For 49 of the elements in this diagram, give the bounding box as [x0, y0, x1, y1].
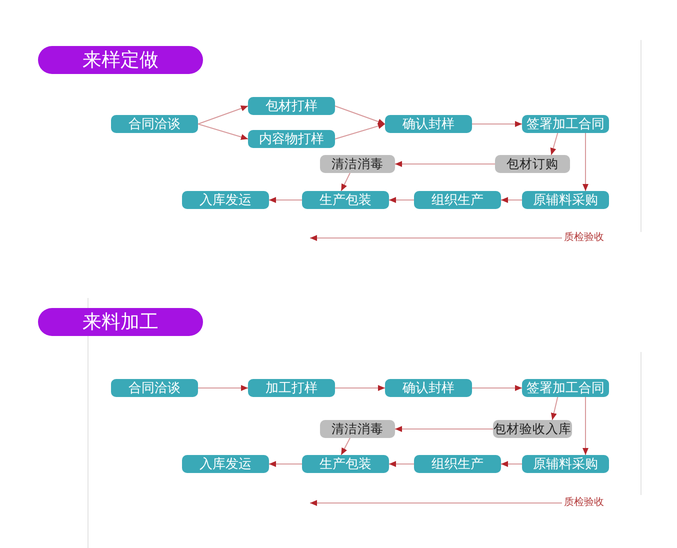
arrow	[198, 106, 248, 124]
arrow	[550, 396, 558, 420]
process-box: 内容物打样	[248, 130, 335, 148]
arrow	[310, 500, 562, 506]
step-label: 质检验收	[562, 231, 606, 245]
arrow	[472, 385, 522, 391]
arrow	[388, 197, 414, 203]
arrow	[198, 385, 248, 391]
arrow	[334, 385, 386, 391]
process-box: 确认封样	[385, 115, 472, 133]
process-box: 原辅料采购	[522, 455, 609, 473]
process-box: 组织生产	[414, 191, 501, 209]
arrow	[268, 461, 302, 467]
process-box: 组织生产	[414, 455, 501, 473]
process-box: 清洁消毒	[320, 420, 395, 438]
step-label: 质检验收	[562, 496, 606, 510]
process-box: 生产包装	[302, 191, 389, 209]
process-box: 原辅料采购	[522, 191, 609, 209]
arrow	[310, 235, 562, 241]
process-box: 包材验收入库	[493, 420, 572, 438]
arrow	[472, 121, 522, 127]
arrow	[550, 132, 558, 156]
process-box: 包材打样	[248, 97, 335, 115]
process-box: 签署加工合同	[522, 379, 609, 397]
arrow	[500, 197, 522, 203]
arrow	[198, 124, 248, 140]
arrow	[340, 172, 350, 192]
process-box: 生产包装	[302, 455, 389, 473]
arrow	[394, 426, 494, 432]
arrow	[268, 197, 302, 203]
process-box: 清洁消毒	[320, 155, 395, 173]
process-box: 入库发运	[182, 191, 269, 209]
arrow	[500, 461, 522, 467]
process-box: 签署加工合同	[522, 115, 609, 133]
process-box: 入库发运	[182, 455, 269, 473]
arrow	[388, 461, 414, 467]
arrow	[334, 106, 386, 124]
process-box: 确认封样	[385, 379, 472, 397]
process-box: 包材订购	[495, 155, 570, 173]
process-box: 合同洽谈	[111, 115, 198, 133]
arrow	[340, 438, 350, 456]
arrow	[334, 123, 386, 140]
arrow	[394, 161, 496, 167]
section-heading: 来料加工	[38, 308, 203, 336]
process-box: 加工打样	[248, 379, 335, 397]
arrow	[582, 132, 588, 192]
arrow	[582, 396, 588, 456]
process-box: 合同洽谈	[111, 379, 198, 397]
section-heading: 来样定做	[38, 46, 203, 74]
